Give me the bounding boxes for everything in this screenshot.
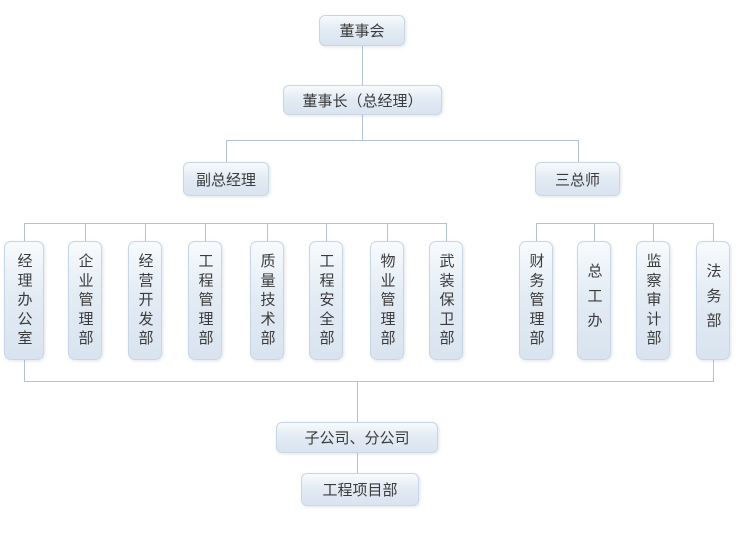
org-node-board: 董事会	[319, 15, 405, 46]
dept-label: 工程管理部	[196, 252, 215, 349]
dept-label: 武装保卫部	[437, 252, 456, 349]
stub-legal-dept	[713, 223, 714, 241]
stub-engineering-safety	[326, 223, 327, 241]
stub-business-dev	[145, 223, 146, 241]
connector-split-three-chiefs	[578, 140, 579, 162]
org-node-manager-office: 经理办公室	[4, 241, 44, 360]
dept-label: 法务部	[704, 263, 723, 338]
right-departments-rail	[536, 223, 714, 224]
dept-label: 质量技术部	[258, 252, 277, 349]
connector-split-deputy-gm	[226, 140, 227, 162]
stub-manager-office	[24, 223, 25, 241]
dept-label: 经营开发部	[136, 252, 155, 349]
stub-quality-tech	[267, 223, 268, 241]
dept-label: 企业管理部	[76, 252, 95, 349]
org-node-three-chiefs: 三总师	[535, 162, 620, 196]
dept-label: 工程安全部	[317, 252, 336, 349]
org-node-supervision-audit: 监察审计部	[636, 241, 670, 360]
org-node-chief-engineer-office: 总工办	[577, 241, 611, 360]
connector-board-chairman	[362, 46, 363, 86]
connector-manager-office-down	[24, 360, 25, 381]
stub-engineering-mgmt	[205, 223, 206, 241]
org-node-enterprise-mgmt: 企业管理部	[68, 241, 102, 360]
org-node-business-dev: 经营开发部	[128, 241, 162, 360]
org-node-project-dept: 工程项目部	[301, 473, 419, 506]
org-node-property-mgmt: 物业管理部	[370, 241, 404, 360]
org-node-armed-security: 武装保卫部	[429, 241, 463, 360]
left-departments-rail	[24, 223, 447, 224]
bottom-rail	[24, 381, 714, 382]
connector-split-horizontal	[226, 140, 579, 141]
connector-legal-dept-down	[713, 360, 714, 381]
stub-chief-engineer-office	[594, 223, 595, 241]
dept-label: 经理办公室	[15, 252, 34, 349]
stub-supervision-audit	[653, 223, 654, 241]
stub-property-mgmt	[387, 223, 388, 241]
org-node-legal-dept: 法务部	[696, 241, 730, 360]
org-node-engineering-mgmt: 工程管理部	[188, 241, 222, 360]
org-node-deputy-general-manager: 副总经理	[183, 162, 269, 196]
stub-finance-mgmt	[536, 223, 537, 241]
org-node-engineering-safety: 工程安全部	[309, 241, 343, 360]
org-node-chairman-general-manager: 董事长（总经理）	[283, 85, 442, 115]
connector-chairman-split	[362, 115, 363, 140]
org-node-subsidiaries: 子公司、分公司	[276, 422, 438, 453]
stub-enterprise-mgmt	[85, 223, 86, 241]
org-node-finance-mgmt: 财务管理部	[519, 241, 553, 360]
org-node-quality-tech: 质量技术部	[250, 241, 284, 360]
connector-subsidiaries-project	[357, 453, 358, 473]
dept-label: 总工办	[585, 263, 604, 338]
stub-armed-security	[446, 223, 447, 241]
dept-label: 财务管理部	[527, 252, 546, 349]
dept-label: 监察审计部	[644, 252, 663, 349]
dept-label: 物业管理部	[378, 252, 397, 349]
connector-rail-subsidiaries	[357, 381, 358, 422]
